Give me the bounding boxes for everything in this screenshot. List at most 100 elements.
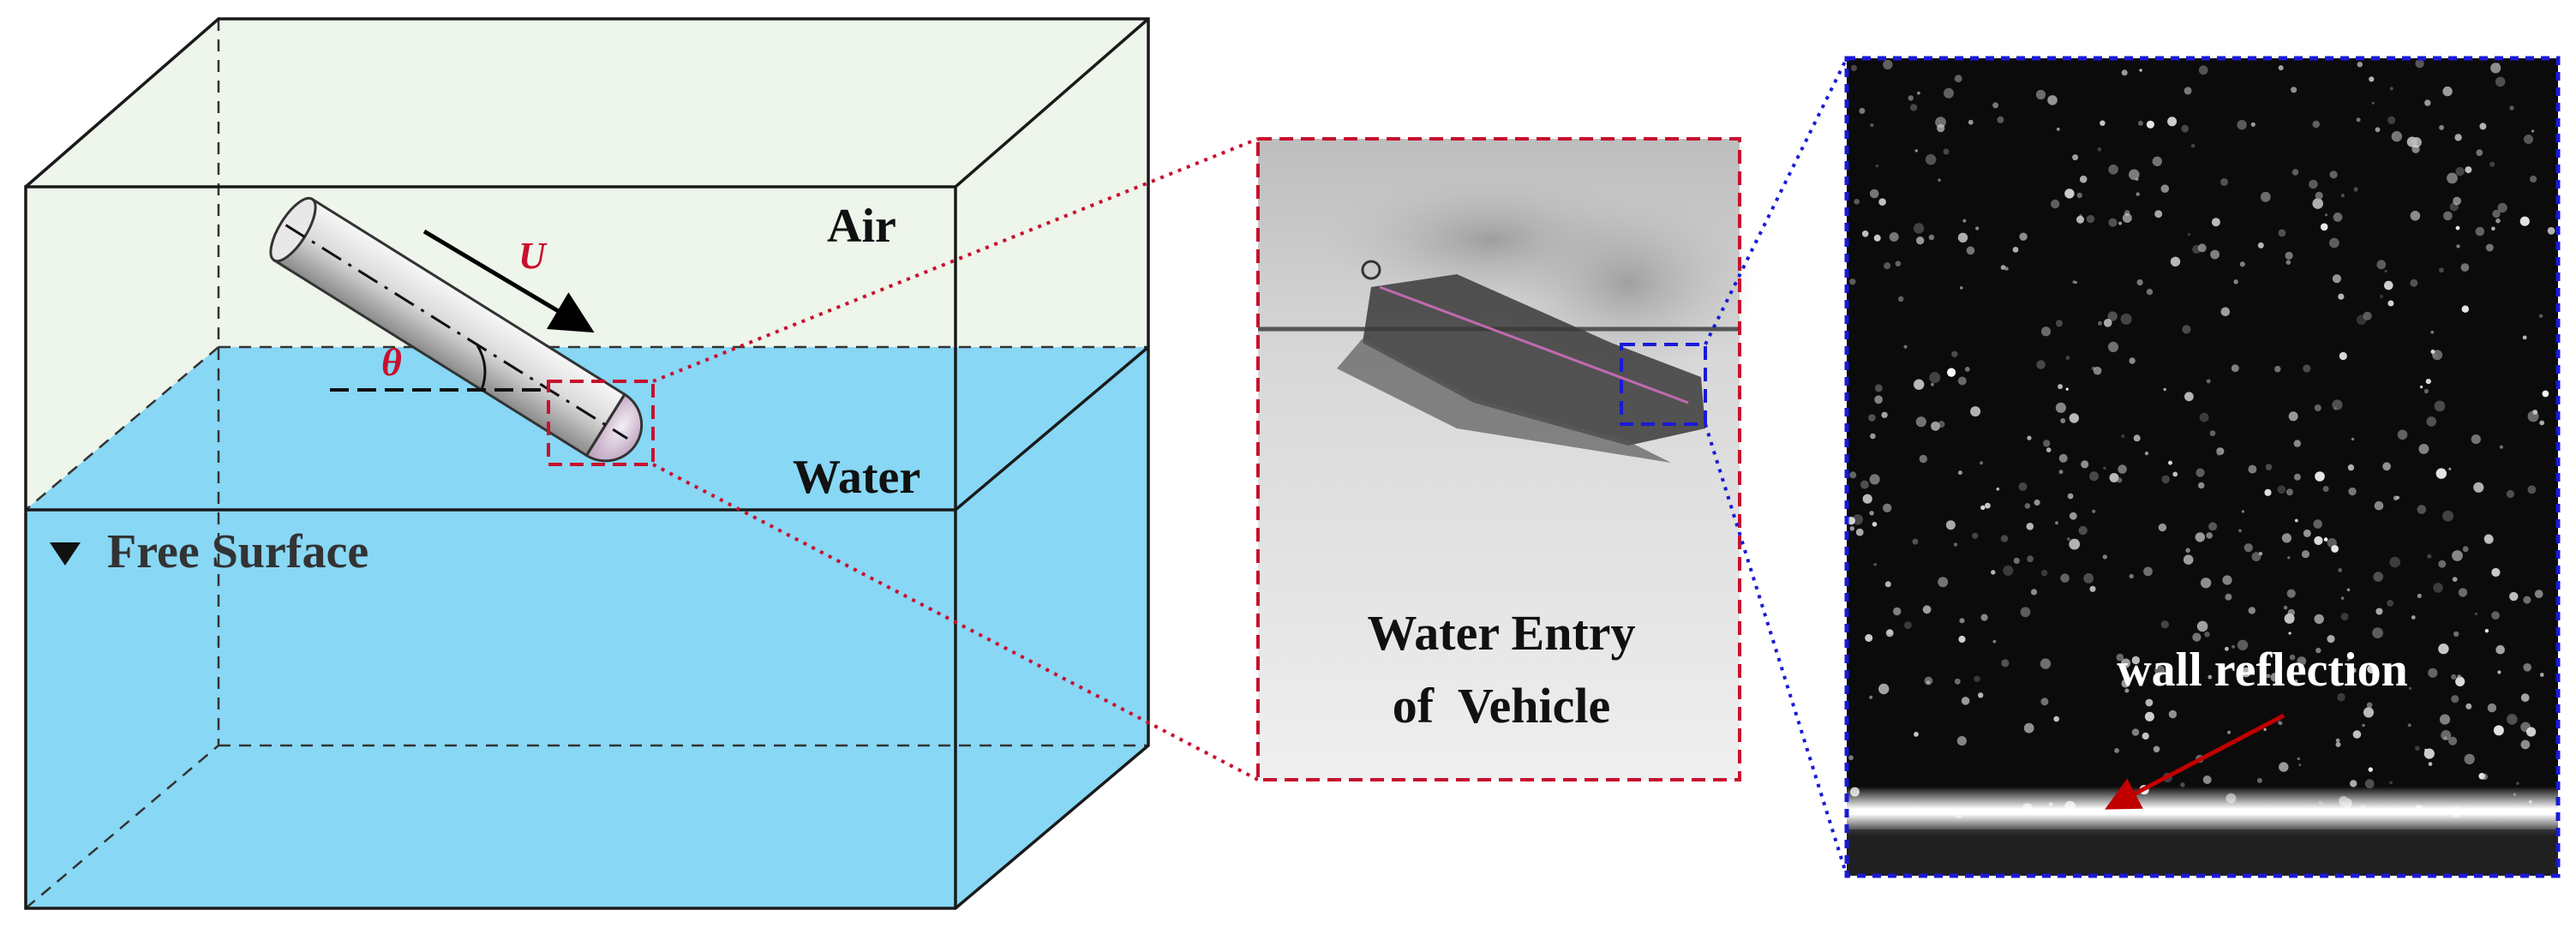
particle-dot bbox=[2335, 741, 2341, 747]
particle-dot bbox=[2291, 87, 2297, 93]
particle-dot bbox=[2415, 59, 2424, 69]
particle-dot bbox=[2391, 131, 2402, 142]
wall-reflection-band bbox=[1847, 787, 2558, 836]
particle-dot bbox=[2241, 667, 2251, 678]
particle-dot bbox=[2117, 477, 2123, 483]
particle-dot bbox=[2107, 311, 2118, 321]
particle-dot bbox=[2491, 226, 2495, 231]
particle-dot bbox=[2238, 529, 2242, 533]
particle-dot bbox=[2424, 99, 2431, 106]
particle-dot bbox=[2142, 732, 2149, 740]
particle-dot bbox=[2000, 535, 2009, 542]
particle-dot bbox=[2129, 169, 2140, 181]
particle-dot bbox=[1893, 607, 1902, 616]
particle-dot bbox=[2131, 728, 2140, 736]
particle-dot bbox=[1992, 102, 1999, 109]
particle-dot bbox=[2139, 69, 2142, 72]
particle-dot bbox=[2251, 552, 2261, 562]
particle-dot bbox=[2432, 353, 2437, 358]
particle-dot bbox=[2278, 229, 2286, 237]
particle-dot bbox=[1854, 199, 1860, 205]
particle-dot bbox=[2410, 278, 2418, 287]
particle-dot bbox=[2001, 659, 2010, 668]
particle-dot bbox=[2058, 470, 2064, 475]
photo-caption-line2: of Vehicle bbox=[1393, 678, 1611, 733]
particle-dot bbox=[2187, 232, 2191, 236]
particle-dot bbox=[2491, 611, 2500, 620]
particle-dot bbox=[1958, 635, 1966, 644]
particle-dot bbox=[1849, 278, 1856, 285]
particle-dot bbox=[2116, 653, 2124, 662]
particle-dot bbox=[1875, 164, 1879, 168]
particle-dot bbox=[2312, 198, 2323, 209]
particle-dot bbox=[1957, 232, 1968, 242]
particle-dot bbox=[2294, 518, 2298, 523]
particle-dot bbox=[2348, 487, 2357, 496]
particle-dot bbox=[2160, 620, 2169, 629]
particle-dot bbox=[2034, 499, 2040, 506]
particle-dot bbox=[2507, 714, 2518, 725]
particle-dot bbox=[2389, 556, 2400, 568]
particle-dot bbox=[2195, 532, 2205, 542]
particle-dot bbox=[2462, 546, 2469, 553]
particle-dot bbox=[2285, 488, 2293, 496]
particle-dot bbox=[2418, 443, 2429, 454]
particle-dot bbox=[2298, 763, 2302, 767]
particle-dot bbox=[2309, 179, 2318, 189]
particle-dot bbox=[1916, 236, 1925, 245]
particle-dot bbox=[2184, 392, 2194, 402]
particle-dot bbox=[2347, 464, 2355, 471]
particle-dot bbox=[2124, 688, 2130, 693]
particle-dot bbox=[2314, 536, 2323, 546]
particle-dot bbox=[2375, 608, 2383, 615]
particle-dot bbox=[2441, 730, 2452, 740]
particle-dot bbox=[2303, 529, 2311, 537]
particle-dot bbox=[2397, 429, 2408, 440]
particle-dot bbox=[1884, 262, 1891, 270]
particle-dot bbox=[2182, 325, 2191, 334]
particle-dot bbox=[2419, 385, 2423, 389]
particle-field bbox=[1847, 59, 2556, 819]
particle-dot bbox=[2337, 692, 2345, 702]
particle-dot bbox=[1931, 382, 1934, 386]
particle-dot bbox=[2452, 550, 2463, 561]
particle-dot bbox=[2122, 213, 2132, 223]
particle-dot bbox=[1944, 87, 1954, 99]
particle-dot bbox=[1972, 532, 1979, 539]
particle-dot bbox=[2281, 533, 2291, 543]
particle-dot bbox=[1903, 344, 1908, 349]
particle-dot bbox=[2180, 782, 2185, 787]
particle-dot bbox=[2046, 447, 2052, 452]
particle-dot bbox=[2453, 631, 2459, 638]
particle-dot bbox=[1847, 517, 1855, 525]
particle-dot bbox=[1945, 520, 1956, 530]
particle-dot bbox=[2233, 279, 2238, 284]
particle-dot bbox=[2475, 226, 2485, 236]
particle-dot bbox=[2265, 464, 2273, 470]
particle-dot bbox=[2266, 674, 2271, 679]
particle-dot bbox=[2497, 670, 2501, 674]
particle-dot bbox=[2448, 736, 2458, 745]
particle-dot bbox=[2520, 693, 2530, 703]
particle-dot bbox=[2020, 607, 2031, 618]
particle-dot bbox=[2327, 635, 2335, 644]
particle-dot bbox=[2443, 211, 2453, 221]
particle-dot bbox=[2439, 124, 2445, 130]
particle-dot bbox=[1931, 421, 1940, 431]
particle-dot bbox=[1869, 189, 1879, 199]
particle-dot bbox=[2333, 213, 2343, 222]
particle-dot bbox=[2509, 591, 2519, 602]
particle-dot bbox=[2350, 780, 2357, 787]
particle-dot bbox=[2040, 698, 2049, 706]
water-label: Water bbox=[793, 451, 920, 504]
particle-dot bbox=[2027, 435, 2032, 440]
particle-dot bbox=[2154, 665, 2166, 676]
particle-dot bbox=[2288, 411, 2298, 422]
particle-dot bbox=[2312, 120, 2320, 129]
particle-dot bbox=[2323, 537, 2328, 542]
particle-dot bbox=[2121, 434, 2125, 439]
particle-dot bbox=[2516, 781, 2519, 785]
particle-dot bbox=[1914, 149, 1918, 153]
particle-dot bbox=[2424, 748, 2428, 752]
particle-dot bbox=[1925, 153, 1937, 165]
